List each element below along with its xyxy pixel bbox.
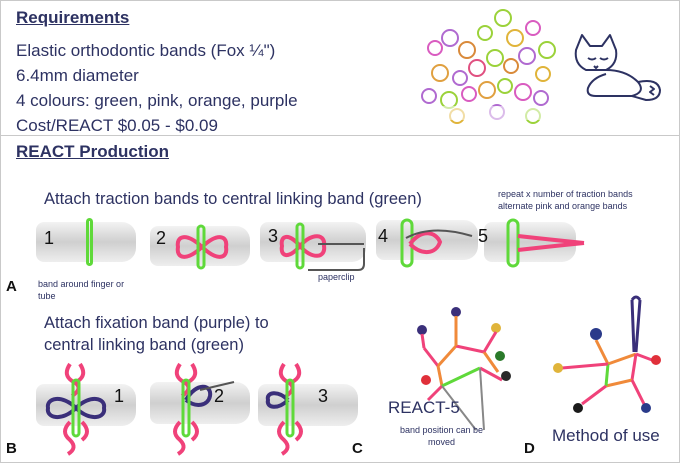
- panel-letter-a: A: [6, 278, 17, 295]
- requirement-item: 6.4mm diameter: [16, 66, 139, 85]
- step-number: 2: [156, 228, 167, 248]
- panel-a-note: repeat x number of traction bands altern…: [498, 188, 633, 212]
- panel-c-caption: band position can be moved: [400, 424, 483, 448]
- tube-image: [36, 384, 136, 426]
- production-heading: REACT Production: [16, 142, 169, 161]
- step-number: 1: [114, 386, 125, 406]
- method-of-use-label: Method of use: [552, 426, 660, 445]
- panel-b-title-line: central linking band (green): [44, 336, 244, 354]
- step-number: 5: [478, 226, 489, 246]
- react-5-label: REACT-5: [388, 398, 460, 417]
- paperclip-band-image: [279, 222, 365, 271]
- panel-letter-c: C: [352, 440, 363, 457]
- finished-band-image: [506, 218, 585, 268]
- method-of-use-image: [553, 295, 661, 413]
- caption-band-around-finger: band around finger or tube: [38, 278, 124, 302]
- panel-a-note-line: repeat x number of traction bands: [498, 189, 633, 199]
- pink-band-loop-image: [175, 224, 229, 270]
- step-number: 2: [214, 386, 225, 406]
- requirements-heading: Requirements: [16, 8, 130, 27]
- panel-a-title: Attach traction bands to central linking…: [44, 190, 422, 208]
- requirement-item: Elastic orthodontic bands (Fox ¼"): [16, 41, 276, 60]
- step-number: 4: [378, 226, 389, 246]
- react-5-structure-image: [417, 307, 511, 431]
- caption-paperclip: paperclip: [318, 272, 355, 282]
- requirement-item: 4 colours: green, pink, orange, purple: [16, 91, 298, 110]
- fixation-band-image: [45, 362, 107, 456]
- caption-line: band around finger or: [38, 279, 125, 289]
- caption-line: tube: [38, 291, 56, 301]
- step-number: 3: [268, 226, 279, 246]
- caption-line: moved: [428, 437, 456, 447]
- green-band-image: [86, 218, 93, 266]
- fixation-band-image: [265, 362, 303, 456]
- panel-b-title-line: Attach fixation band (purple) to: [44, 314, 269, 332]
- panel-letter-d: D: [524, 440, 535, 457]
- step-number: 1: [44, 228, 55, 248]
- hooked-band-image: [400, 218, 473, 268]
- elastic-bands-pile-image: [415, 9, 565, 124]
- fixation-band-image: [173, 362, 235, 456]
- panel-letter-b: B: [6, 440, 17, 457]
- requirement-item: Cost/REACT $0.05 - $0.09: [16, 116, 218, 135]
- step-number: 3: [318, 386, 329, 406]
- requirements-list: Elastic orthodontic bands (Fox ¼") 6.4mm…: [16, 38, 298, 138]
- caption-line: band position can be: [400, 425, 484, 435]
- fox-logo-icon: [574, 34, 661, 101]
- section-divider: [0, 135, 680, 136]
- panel-a-note-line: alternate pink and orange bands: [498, 201, 628, 211]
- panel-b-title: Attach fixation band (purple) to central…: [44, 312, 269, 356]
